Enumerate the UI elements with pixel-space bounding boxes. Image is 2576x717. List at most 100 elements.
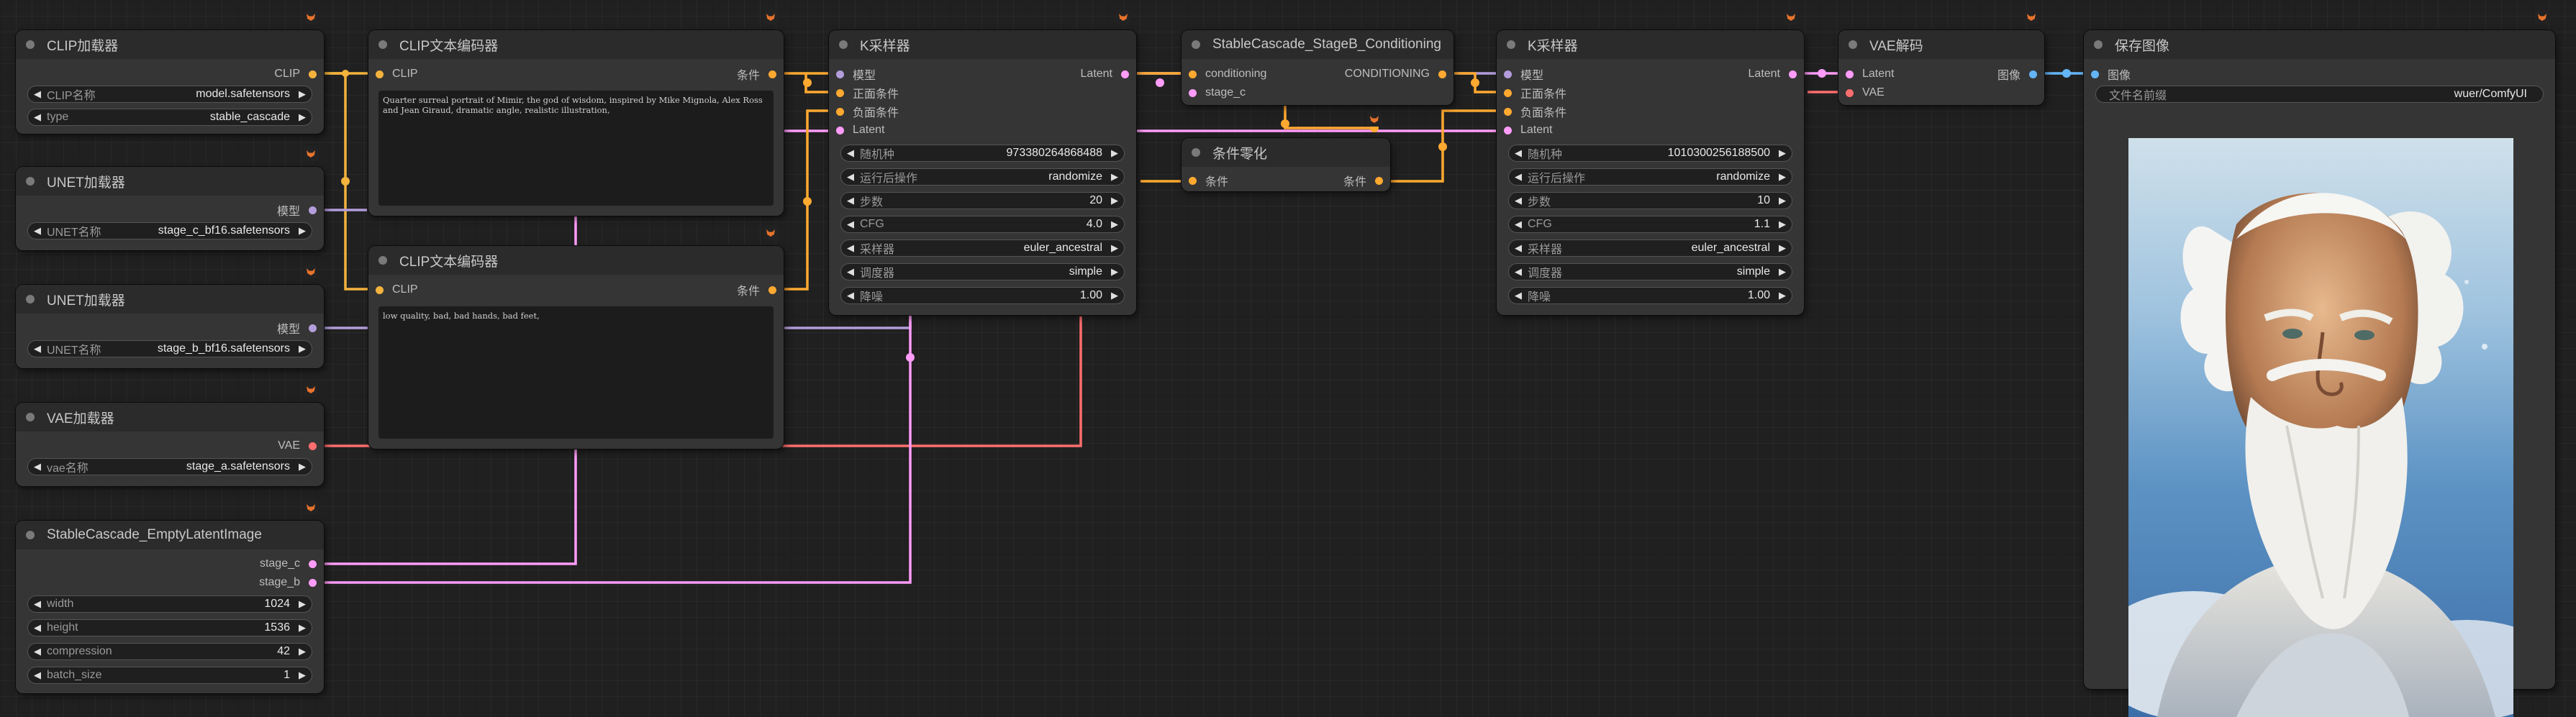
collapse-dot-icon[interactable] (26, 40, 35, 49)
collapse-dot-icon[interactable] (1192, 148, 1200, 157)
node-title[interactable]: UNET加载器 (16, 167, 324, 196)
arrow-right-icon[interactable]: ▶ (1111, 171, 1118, 182)
input-negative[interactable]: 负面条件 (1504, 102, 1566, 121)
arrow-left-icon[interactable]: ◀ (34, 622, 41, 633)
arrow-right-icon[interactable]: ▶ (299, 225, 306, 236)
node-title[interactable]: StableCascade_StageB_Conditioning (1182, 30, 1453, 59)
arrow-left-icon[interactable]: ◀ (34, 225, 41, 236)
arrow-left-icon[interactable]: ◀ (847, 195, 854, 206)
arrow-left-icon[interactable]: ◀ (847, 147, 854, 158)
arrow-right-icon[interactable]: ▶ (299, 111, 306, 122)
collapse-dot-icon[interactable] (1507, 40, 1515, 49)
arrow-right-icon[interactable]: ▶ (1779, 195, 1786, 206)
collapse-dot-icon[interactable] (26, 295, 35, 303)
collapse-dot-icon[interactable] (26, 531, 35, 539)
arrow-left-icon[interactable]: ◀ (34, 670, 41, 680)
output-model[interactable]: 模型 (277, 319, 317, 337)
arrow-right-icon[interactable]: ▶ (1779, 147, 1786, 158)
arrow-left-icon[interactable]: ◀ (34, 598, 41, 609)
arrow-right-icon[interactable]: ▶ (299, 343, 306, 354)
output-conditioning[interactable]: 条件 (737, 65, 776, 83)
arrow-right-icon[interactable]: ▶ (1111, 195, 1118, 206)
arrow-right-icon[interactable]: ▶ (1111, 147, 1118, 158)
input-negative[interactable]: 负面条件 (836, 102, 899, 121)
empty-latent-node[interactable]: StableCascade_EmptyLatentImage stage_c s… (16, 501, 324, 693)
node-title[interactable]: K采样器 (829, 30, 1136, 59)
collapse-dot-icon[interactable] (26, 413, 35, 421)
input-clip[interactable]: CLIP (376, 280, 418, 299)
stageb-conditioning-node[interactable]: StableCascade_StageB_Conditioning condit… (1182, 30, 1453, 127)
arrow-left-icon[interactable]: ◀ (847, 290, 854, 301)
arrow-left-icon[interactable]: ◀ (34, 646, 41, 657)
output-stage-c[interactable]: stage_c (260, 554, 317, 573)
clip-text-positive-node[interactable]: CLIP文本编码器 CLIP 条件 Quarter surreal portra… (368, 10, 784, 216)
output-clip[interactable]: CLIP (274, 65, 317, 83)
arrow-right-icon[interactable]: ▶ (1111, 266, 1118, 277)
arrow-left-icon[interactable]: ◀ (34, 88, 41, 99)
generated-image-preview[interactable] (2128, 138, 2513, 717)
input-conditioning[interactable]: 条件 (1189, 171, 1228, 190)
arrow-right-icon[interactable]: ▶ (299, 88, 306, 99)
collapse-dot-icon[interactable] (839, 40, 848, 49)
input-latent[interactable]: Latent (1504, 121, 1552, 140)
collapse-dot-icon[interactable] (1192, 40, 1200, 49)
node-title[interactable]: CLIP文本编码器 (368, 246, 784, 275)
arrow-right-icon[interactable]: ▶ (1779, 171, 1786, 182)
arrow-right-icon[interactable]: ▶ (1111, 290, 1118, 301)
arrow-right-icon[interactable]: ▶ (299, 646, 306, 657)
vae-decode-node[interactable]: VAE解码 Latent VAE 图像 (1838, 10, 2044, 105)
arrow-right-icon[interactable]: ▶ (1779, 242, 1786, 253)
input-model[interactable]: 模型 (836, 65, 876, 83)
output-conditioning[interactable]: 条件 (1343, 171, 1383, 190)
input-positive[interactable]: 正面条件 (1504, 83, 1566, 102)
arrow-left-icon[interactable]: ◀ (1515, 290, 1522, 301)
arrow-left-icon[interactable]: ◀ (34, 343, 41, 354)
conditioning-zero-node[interactable]: 条件零化 条件 条件 (1182, 138, 1390, 191)
arrow-right-icon[interactable]: ▶ (1111, 242, 1118, 253)
arrow-left-icon[interactable]: ◀ (847, 242, 854, 253)
node-title[interactable]: K采样器 (1497, 30, 1804, 59)
output-image[interactable]: 图像 (1997, 65, 2037, 83)
node-title[interactable]: VAE解码 (1838, 30, 2044, 59)
arrow-right-icon[interactable]: ▶ (1111, 219, 1118, 229)
node-title[interactable]: 保存图像 (2084, 30, 2555, 59)
input-model[interactable]: 模型 (1504, 65, 1543, 83)
arrow-left-icon[interactable]: ◀ (1515, 219, 1522, 229)
output-latent[interactable]: Latent (1749, 65, 1797, 83)
node-title[interactable]: 条件零化 (1182, 138, 1390, 167)
prompt-textarea[interactable]: low quality, bad, bad hands, bad feet, (378, 306, 774, 439)
collapse-dot-icon[interactable] (378, 40, 387, 49)
clip-text-negative-node[interactable]: CLIP文本编码器 CLIP 条件 low quality, bad, bad … (368, 226, 784, 449)
input-latent[interactable]: Latent (836, 121, 884, 140)
arrow-right-icon[interactable]: ▶ (1779, 219, 1786, 229)
arrow-left-icon[interactable]: ◀ (1515, 195, 1522, 206)
arrow-left-icon[interactable]: ◀ (1515, 147, 1522, 158)
arrow-left-icon[interactable]: ◀ (1515, 266, 1522, 277)
input-latent[interactable]: Latent (1846, 65, 1894, 83)
arrow-left-icon[interactable]: ◀ (34, 111, 41, 122)
node-title[interactable]: UNET加载器 (16, 285, 324, 314)
collapse-dot-icon[interactable] (2094, 40, 2103, 49)
arrow-right-icon[interactable]: ▶ (299, 461, 306, 472)
